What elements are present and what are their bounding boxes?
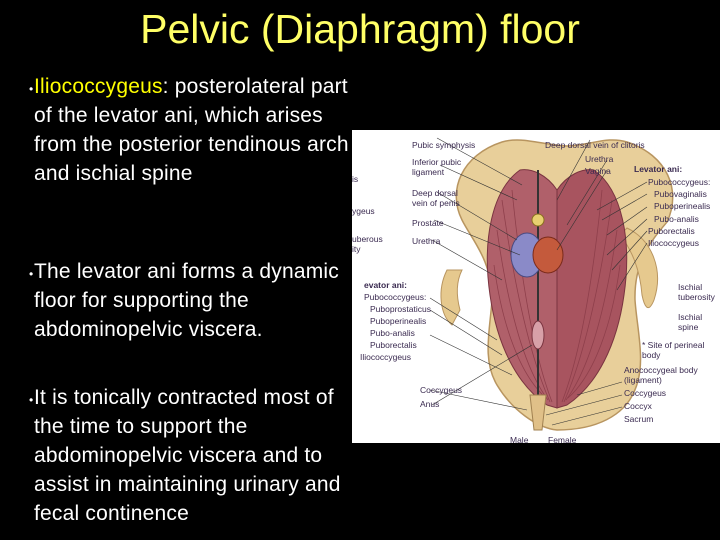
label-ischial-tuberosity: Ischial tuberosity [678, 282, 715, 302]
label-inferior-pubic-ligament: Inferior pubic ligament [412, 157, 462, 177]
label-puborectalis-left: Puborectalis [370, 340, 417, 350]
slide-title: Pelvic (Diaphragm) floor [140, 6, 580, 52]
bullet-marker: • [29, 267, 34, 281]
bullet-text-body: : posterolateral part of the levator ani… [34, 75, 349, 185]
label-deep-dorsal-vein-clitoris: Deep dorsal vein of clitoris [545, 140, 645, 150]
label-pubococcygeus-right: Pubococcygeus: [648, 177, 711, 187]
label-ischial-spine: Ischial spine [678, 312, 703, 332]
pelvic-floor-illustration: Pubic symphysis Deep dorsal vein of clit… [352, 130, 720, 443]
label-urethra-left: Urethra [412, 236, 441, 246]
label-puboanalis-right: Pubo-analis [654, 214, 699, 224]
label-anus: Anus [420, 399, 440, 409]
label-vagina: Vagina [585, 166, 611, 176]
label-deep-dorsal-vein-penis: Deep dorsal vein of penis [412, 188, 460, 208]
label-pubic-symphysis: Pubic symphysis [412, 140, 476, 150]
bullet-marker: • [29, 82, 34, 96]
label-coccyx: Coccyx [624, 401, 652, 411]
label-prostate: Prostate [412, 218, 444, 228]
label-cut-ygeus: ygeus [352, 206, 375, 216]
label-coccygeus-right: Coccygeus [624, 388, 667, 398]
label-pubococcygeus-left: Pubococcygeus: [364, 292, 427, 302]
label-cut-is: is [352, 174, 359, 184]
label-iliococcygeus-left: Iliococcygeus [360, 352, 412, 362]
label-puboprostaticus: Puboprostaticus [370, 304, 431, 314]
bullet-text: It is tonically contracted most of the t… [34, 386, 341, 525]
label-coccygeus-left: Coccygeus [420, 385, 463, 395]
label-levator-ani-right: Levator ani: [634, 164, 683, 174]
label-levator-ani-left: evator ani: [364, 280, 407, 290]
label-male: Male [510, 435, 529, 443]
label-site-perineal-body: * Site of perineal body [642, 340, 705, 360]
label-cut-uberous: uberous ity [352, 234, 383, 254]
label-female: Female [548, 435, 577, 443]
bullet-marker: • [29, 393, 34, 407]
bullet-text: The levator ani forms a dynamic floor fo… [34, 260, 339, 341]
label-puboperinealis-left: Puboperinealis [370, 316, 427, 326]
pelvic-floor-drawing [429, 137, 674, 431]
label-iliococcygeus-right: Iliococcygeus [648, 238, 700, 248]
label-pubovaginalis: Pubovaginalis [654, 189, 707, 199]
term-iliococcygeus: Iliococcygeus [34, 75, 163, 98]
label-puboanalis-left: Pubo-analis [370, 328, 415, 338]
bullet-text: Iliococcygeus: posterolateral part of th… [34, 72, 364, 188]
label-puborectalis-right: Puborectalis [648, 226, 695, 236]
label-urethra-top: Urethra [585, 154, 614, 164]
label-puboperinealis-right: Puboperinealis [654, 201, 711, 211]
label-sacrum: Sacrum [624, 414, 654, 424]
label-anococcygeal-body: Anococcygeal body (ligament) [624, 365, 698, 385]
